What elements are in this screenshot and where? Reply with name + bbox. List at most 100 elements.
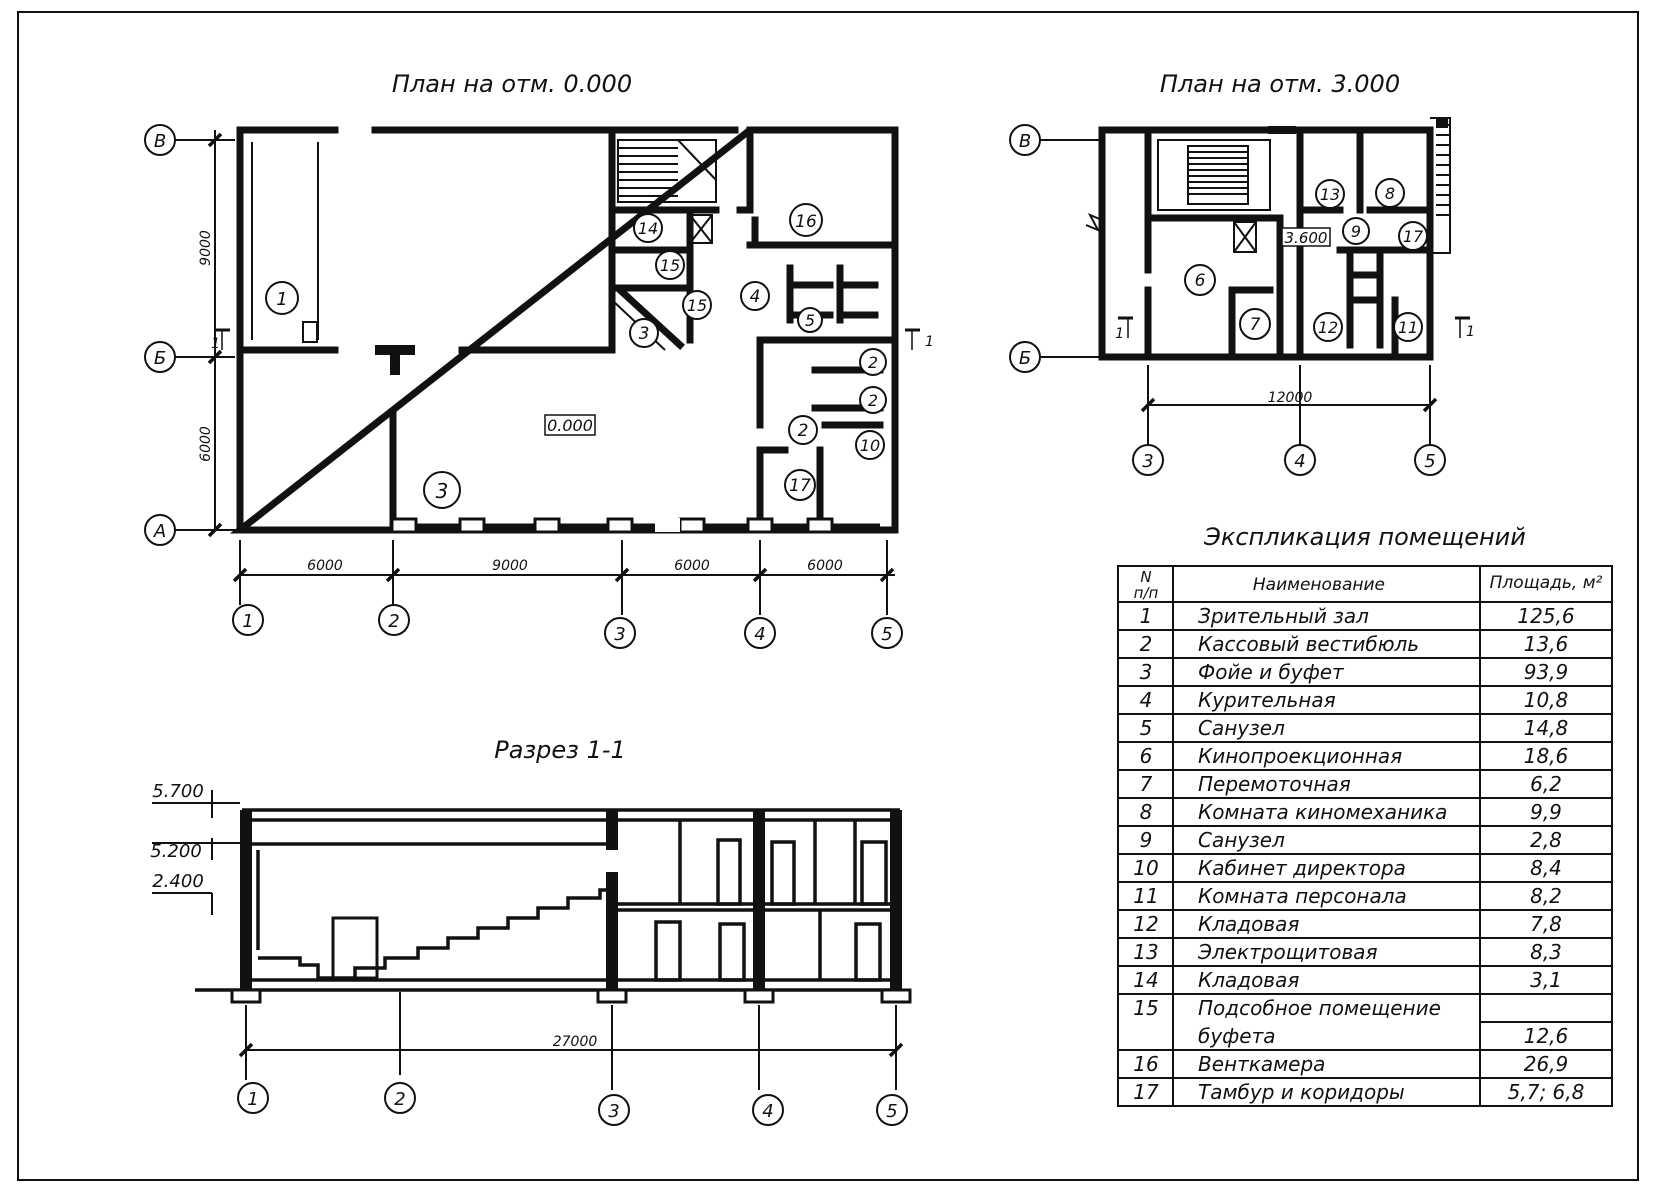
ground-plan-title: План на отм. 0.000 xyxy=(392,70,632,98)
explication-cell-num: 13 xyxy=(1133,940,1158,964)
explication-cell-name: Тамбур и коридоры xyxy=(1198,1080,1405,1104)
svg-text:2: 2 xyxy=(388,611,399,632)
section-level-5200: 5.200 xyxy=(150,838,240,862)
svg-text:9: 9 xyxy=(1351,222,1361,241)
ground-t-column xyxy=(375,345,415,375)
upper-room-7: 7 xyxy=(1239,308,1271,340)
upper-floor-plan: План на отм. 3.000 3.600 1 1 xyxy=(1009,70,1475,476)
ground-dim-3: 6000 xyxy=(674,558,710,574)
explication-cell-name: Электрощитовая xyxy=(1197,940,1378,964)
svg-text:2: 2 xyxy=(394,1089,405,1110)
upper-window xyxy=(1268,126,1296,134)
ground-room-2b: 2 xyxy=(859,386,887,414)
ground-room-5: 5 xyxy=(797,307,823,333)
svg-text:2.400: 2.400 xyxy=(152,871,204,892)
ground-diagonal-wall xyxy=(615,285,685,350)
svg-text:4: 4 xyxy=(762,1101,773,1122)
section-title: Разрез 1-1 xyxy=(494,736,626,764)
ground-level-box xyxy=(544,414,596,436)
section-partitions xyxy=(678,820,857,980)
svg-text:Б: Б xyxy=(1019,348,1031,369)
ground-elevator xyxy=(689,214,713,244)
ground-level-mark: 0.000 xyxy=(547,416,593,435)
explication-header-area: Площадь, м² xyxy=(1490,573,1603,593)
explication-cell-num: 12 xyxy=(1133,912,1158,936)
svg-text:13: 13 xyxy=(1320,185,1340,204)
svg-text:Б: Б xyxy=(154,348,166,369)
section-slab xyxy=(618,902,890,912)
ground-dim-2: 9000 xyxy=(492,558,528,574)
explication-cell-area: 8,3 xyxy=(1530,940,1562,964)
section-columns xyxy=(230,810,912,1004)
explication-cell-num: 5 xyxy=(1140,716,1153,740)
ground-room-2a: 2 xyxy=(859,348,887,376)
ground-axis-bubble-5: 5 xyxy=(871,617,903,649)
svg-text:17: 17 xyxy=(789,476,811,496)
ground-axis-bubble-1: 1 xyxy=(232,604,264,636)
svg-text:2: 2 xyxy=(798,421,809,441)
explication-cell-name: Венткамера xyxy=(1198,1052,1325,1076)
ground-room-1: 1 xyxy=(265,281,299,315)
section-axis-bubble-2: 2 xyxy=(384,1082,416,1114)
section-dim-bottom xyxy=(238,992,904,1090)
explication-cell-area: 7,8 xyxy=(1530,912,1562,936)
explication-cell-num: 15 xyxy=(1133,996,1158,1020)
upper-inner-walls xyxy=(1144,126,1304,361)
ground-floor-plan: План на отм. 0.000 xyxy=(144,70,934,649)
explication-cell-num: 6 xyxy=(1140,744,1153,768)
explication-cell-name: Перемоточная xyxy=(1198,772,1351,796)
section-axis-bubble-1: 1 xyxy=(237,1082,269,1114)
ground-dim-left-2: 6000 xyxy=(198,426,214,462)
ground-room-15b: 15 xyxy=(682,290,712,320)
explication-cell-num: 7 xyxy=(1140,772,1153,796)
explication-cell-area: 8,2 xyxy=(1530,884,1562,908)
section-axis-bubble-4: 4 xyxy=(752,1094,784,1126)
explication-cell-area: 2,8 xyxy=(1530,828,1562,852)
section-axis-bubble-5: 5 xyxy=(876,1094,908,1126)
ground-dim-left xyxy=(168,130,235,538)
svg-text:15: 15 xyxy=(687,296,707,315)
ground-windows xyxy=(390,517,880,534)
svg-text:В: В xyxy=(1019,131,1031,152)
explication-cell-num: 3 xyxy=(1140,660,1153,684)
ground-axis-bubble-b: Б xyxy=(144,341,176,373)
section-seating xyxy=(258,888,606,980)
explication-header-num-2: п/п xyxy=(1134,584,1159,602)
svg-text:3: 3 xyxy=(608,1101,619,1122)
section-stage-block xyxy=(331,916,379,980)
explication-title: Экспликация помещений xyxy=(1203,523,1526,551)
upper-dim-bottom xyxy=(1140,365,1438,445)
explication-cell-name: Кассовый вестибюль xyxy=(1198,632,1419,656)
svg-text:3: 3 xyxy=(614,624,625,645)
svg-text:5.700: 5.700 xyxy=(152,781,204,802)
svg-text:3: 3 xyxy=(436,479,449,503)
upper-inner-walls-2 xyxy=(1296,126,1434,254)
svg-text:11: 11 xyxy=(1398,318,1418,337)
svg-text:1: 1 xyxy=(242,611,253,632)
section-level-5700: 5.700 xyxy=(152,781,240,818)
explication-cell-area: 14,8 xyxy=(1524,716,1569,740)
upper-wc-walls xyxy=(1346,251,1399,361)
explication-cell-area: 18,6 xyxy=(1524,744,1569,768)
svg-text:5: 5 xyxy=(881,624,892,645)
upper-axis-bubble-5: 5 xyxy=(1414,444,1446,476)
upper-external-stair xyxy=(1430,117,1451,254)
ground-dim-bottom xyxy=(232,540,895,615)
svg-text:10: 10 xyxy=(860,436,880,455)
svg-text:4: 4 xyxy=(750,287,761,307)
explication-header-num-1: N xyxy=(1140,568,1151,586)
ground-room-14: 14 xyxy=(633,213,663,243)
explication-header-name: Наименование xyxy=(1253,575,1385,595)
ground-room-3a: 3 xyxy=(423,471,461,509)
section-axis-bubble-3: 3 xyxy=(598,1094,630,1126)
